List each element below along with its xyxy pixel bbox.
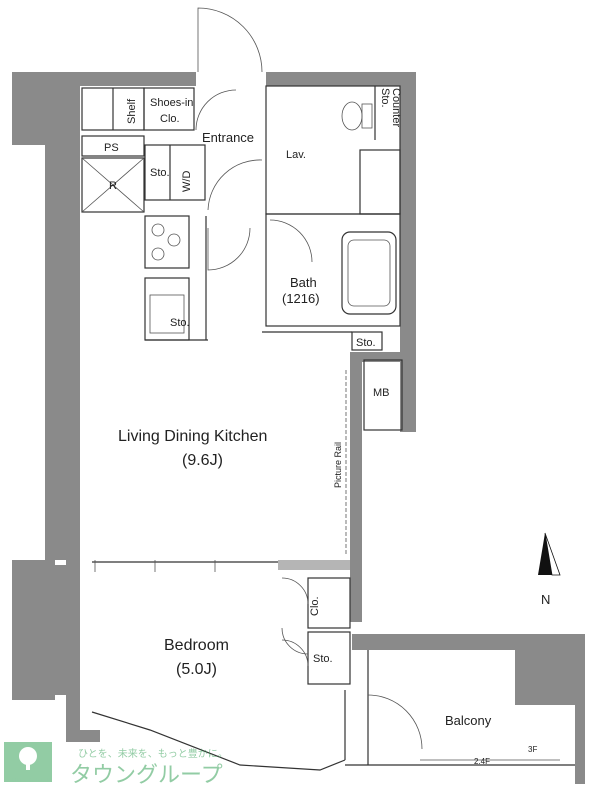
dim-3f-label: 3F (528, 745, 537, 754)
bedroom-label: Bedroom (164, 637, 229, 654)
sto-counter-label-2: Counter (390, 88, 402, 127)
logo-company-name: タウングループ (70, 763, 223, 788)
stove-icon (151, 223, 181, 261)
shoes-in-clo-label-2: Clo. (160, 113, 180, 125)
logo-company-small: TOWN GROUP (7, 777, 51, 784)
sto-small-label: Sto. (150, 167, 170, 179)
town-group-logo: TOWN GROUP ひとを、未来を、もっと豊かに。 タウングループ (4, 742, 228, 788)
picture-rail-label: Picture Rail (333, 442, 343, 488)
lav-label: Lav. (286, 149, 306, 161)
compass-icon: N (538, 532, 561, 607)
sto-bath-label: Sto. (356, 337, 376, 349)
shoes-in-clo-label-1: Shoes-in (150, 97, 193, 109)
ldk-size-label: (9.6J) (182, 452, 223, 469)
sto-bedroom-label: Sto. (313, 653, 333, 665)
mb-label: MB (373, 387, 390, 399)
interior-lines (81, 85, 575, 771)
door-swings (94, 7, 423, 750)
room-labels: Shelf Shoes-in Clo. Entrance Sto. Counte… (104, 88, 537, 766)
sto-kitchen-label: Sto. (170, 317, 190, 329)
bedroom-size-label: (5.0J) (176, 661, 217, 678)
compass-north-label: N (541, 592, 550, 607)
bath-size-label: (1216) (282, 291, 320, 306)
ps-label: PS (104, 142, 119, 154)
shelf-label: Shelf (126, 98, 138, 124)
wd-label: W/D (181, 171, 193, 192)
clo-label: Clo. (309, 596, 321, 616)
balcony-label: Balcony (445, 713, 492, 728)
sto-counter-label-1: Sto. (379, 88, 391, 108)
ldk-label: Living Dining Kitchen (118, 428, 267, 445)
entrance-label: Entrance (202, 130, 254, 145)
dim-24-label: 2.4F (474, 757, 490, 766)
walls (12, 72, 585, 784)
r-label: R (109, 180, 117, 192)
logo-tagline: ひとを、未来を、もっと豊かに。 (78, 747, 228, 760)
bath-label: Bath (290, 275, 317, 290)
